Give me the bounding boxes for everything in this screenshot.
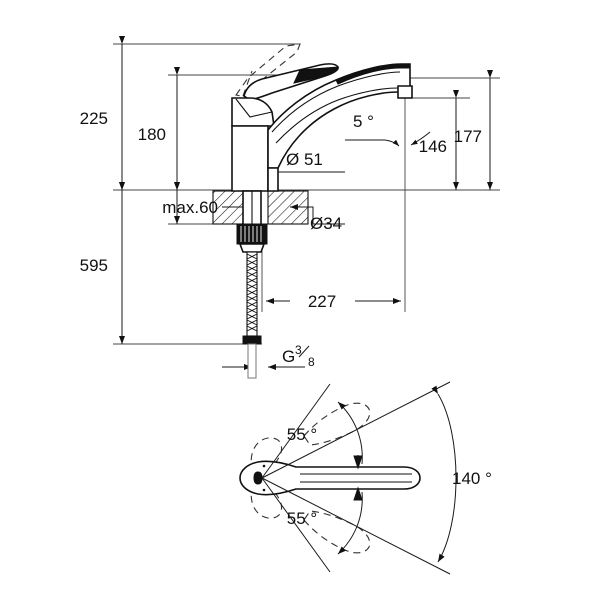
mounting-nut bbox=[236, 223, 268, 253]
dim-label-177: 177 bbox=[454, 127, 482, 146]
hub-dot-upper bbox=[262, 464, 266, 468]
spout-arm-top-shade bbox=[335, 63, 411, 85]
dimension-177: 177 bbox=[454, 70, 493, 190]
spout-position-centre bbox=[239, 460, 421, 496]
dim-label-g38-numerator: 3 bbox=[295, 343, 302, 357]
arc-55-upper-outer bbox=[337, 401, 363, 465]
hose-end-fitting bbox=[242, 335, 262, 345]
arrow-55-upper-inner bbox=[353, 455, 363, 470]
spout-upper-dashed bbox=[303, 402, 371, 446]
cartridge-housing-outline bbox=[231, 97, 275, 127]
cartridge-housing bbox=[231, 97, 275, 127]
dimension-diameter-51: Ø 51 bbox=[268, 150, 345, 175]
handle-upper-dashed bbox=[250, 437, 283, 479]
spout-centre-outline bbox=[239, 460, 421, 496]
dim-label-595: 595 bbox=[80, 256, 108, 275]
nut-collar bbox=[238, 243, 266, 253]
body-column bbox=[231, 125, 269, 192]
ref-line-upper-140 bbox=[261, 381, 451, 479]
angle-reference-lines bbox=[261, 381, 451, 575]
dimension-146: 146 bbox=[419, 90, 459, 190]
countertop-section bbox=[212, 190, 309, 225]
dim-label-g38-letter: G bbox=[282, 347, 295, 366]
dim-label-140: 140 ° bbox=[452, 469, 492, 488]
dim-label-180: 180 bbox=[138, 125, 166, 144]
side-elevation-group: 225 180 595 max.60 Ø 51 bbox=[80, 36, 500, 379]
countertop-right bbox=[267, 190, 309, 225]
spout-arm-inner-line-1 bbox=[271, 71, 401, 133]
dim-arrow-5deg-left bbox=[384, 139, 400, 147]
ref-line-lower-140 bbox=[261, 477, 451, 575]
ref-line-upper-55 bbox=[261, 383, 331, 479]
nut-knurl-lines bbox=[240, 226, 262, 242]
spout-position-lower-dashed bbox=[250, 477, 371, 554]
dim-label-34: Ø34 bbox=[310, 214, 342, 233]
dim-label-225: 225 bbox=[80, 109, 108, 128]
dimension-angle-5: 5 ° bbox=[345, 112, 431, 147]
dim-arrow-5deg-right bbox=[410, 131, 431, 146]
dimension-thread-g38: G 3 8 bbox=[222, 343, 315, 370]
countertop-left bbox=[212, 190, 249, 225]
lever-handle bbox=[243, 63, 339, 101]
dim-label-51: Ø 51 bbox=[286, 150, 323, 169]
dimension-180: 180 bbox=[138, 67, 180, 190]
hub-slot bbox=[253, 471, 263, 485]
ref-line-lower-55 bbox=[261, 477, 331, 573]
spout-arm bbox=[267, 63, 413, 169]
spout-arm-inner-line-2 bbox=[275, 87, 399, 144]
dim-label-5deg: 5 ° bbox=[353, 112, 374, 131]
spout-outlet-block bbox=[397, 85, 413, 99]
dim-label-55-upper: 55 ° bbox=[287, 425, 317, 444]
dimension-225: 225 bbox=[80, 36, 125, 190]
body-base-flare bbox=[267, 167, 279, 192]
arrow-55-lower-inner bbox=[353, 486, 363, 501]
handle-lower-dashed bbox=[250, 477, 283, 519]
hose-braid bbox=[246, 253, 258, 332]
spout-lower-dashed bbox=[303, 510, 371, 554]
dim-label-55-lower: 55 ° bbox=[287, 509, 317, 528]
hose-thread-tail bbox=[247, 343, 257, 379]
handle-dashed-hinge bbox=[242, 70, 253, 97]
dim-label-146: 146 bbox=[419, 137, 447, 156]
faucet-body-group bbox=[231, 43, 413, 379]
dim-label-g38-denominator: 8 bbox=[308, 355, 315, 369]
dimension-angle-140: 140 ° bbox=[431, 385, 492, 563]
arc-55-lower-outer bbox=[337, 491, 363, 555]
dimension-227: 227 bbox=[266, 292, 401, 311]
dimension-angle-55-lower: 55 ° bbox=[287, 486, 363, 555]
nut-body bbox=[236, 223, 268, 245]
flexible-hose bbox=[242, 251, 262, 379]
dim-label-max60: max.60 bbox=[162, 198, 218, 217]
swivel-plan-group: 55 ° 55 ° 140 ° bbox=[239, 381, 492, 575]
dimension-angle-55-upper: 55 ° bbox=[287, 401, 363, 470]
dim-label-227: 227 bbox=[308, 292, 336, 311]
spout-position-upper-dashed bbox=[250, 402, 371, 479]
arc-140 bbox=[431, 385, 457, 563]
lever-handle-shade bbox=[293, 66, 339, 84]
dimension-595: 595 bbox=[80, 182, 125, 344]
dim-fraction-slash bbox=[298, 345, 310, 358]
cartridge-housing-crease bbox=[235, 98, 273, 118]
hub-dot-lower bbox=[262, 488, 266, 492]
